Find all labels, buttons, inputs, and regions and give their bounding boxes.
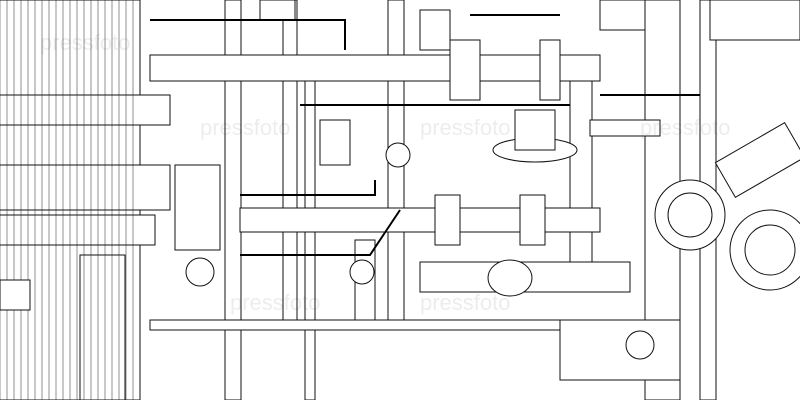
pressure-gauge-icon (185, 257, 215, 287)
watermark: pressfoto (640, 115, 731, 140)
watermark: pressfoto (230, 290, 321, 315)
flanges-and-valves (174, 0, 800, 381)
watermark: pressfoto (420, 290, 511, 315)
cables (150, 14, 700, 256)
watermark: pressfoto (40, 30, 131, 55)
pressure-gauge-icon (385, 142, 411, 168)
pressure-gauges (185, 142, 411, 287)
storage-tank (0, 0, 171, 400)
watermark: pressfoto (420, 115, 511, 140)
pressure-gauge-icon (349, 259, 375, 285)
watermarks: pressfoto pressfoto pressfoto pressfoto … (40, 30, 731, 315)
watermark: pressfoto (200, 115, 291, 140)
